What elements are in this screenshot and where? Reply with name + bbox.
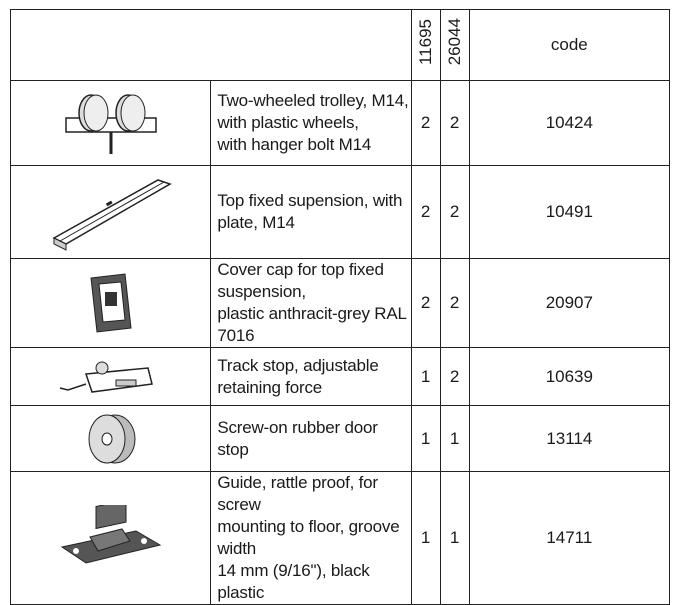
qty-11695: 2 xyxy=(410,165,441,259)
track-stop-icon xyxy=(59,361,153,393)
description-line: with plastic wheels, xyxy=(217,113,359,132)
description-line: Screw-on rubber door stop xyxy=(217,417,378,459)
item-code: 20907 xyxy=(468,258,671,348)
floor-guide-icon xyxy=(60,505,161,564)
qty-11695: 1 xyxy=(410,405,441,472)
item-code: 10639 xyxy=(468,347,671,406)
qty-26044: 1 xyxy=(439,471,470,605)
cover-cap-icon xyxy=(90,273,132,333)
parts-table: 11695 26044 code Two-wheeled trolley, M1… xyxy=(9,9,671,605)
header-code: code xyxy=(468,9,671,81)
description-line: 14 mm (9/16"), black plastic xyxy=(217,561,370,602)
description-line: plastic anthracit-grey RAL 7016 xyxy=(217,304,407,345)
table-row: Screw-on rubber door stop 1 1 13114 xyxy=(9,405,671,472)
qty-26044: 1 xyxy=(439,405,470,472)
qty-11695: 1 xyxy=(410,471,441,605)
item-code: 13114 xyxy=(468,405,671,472)
description-line: mounting to floor, groove width xyxy=(217,517,400,558)
description-line: Track stop, adjustable retaining force xyxy=(217,355,379,397)
item-code: 10424 xyxy=(468,80,671,166)
description-line: with hanger bolt M14 xyxy=(217,135,372,154)
qty-11695: 1 xyxy=(410,347,441,406)
table-header: 11695 26044 code xyxy=(10,9,671,81)
table-row: Cover cap for top fixed suspension,plast… xyxy=(9,258,671,348)
description-line: Cover cap for top fixed suspension, xyxy=(217,260,384,301)
trolley-icon xyxy=(64,94,157,154)
table-row: Track stop, adjustable retaining force 1… xyxy=(9,347,671,406)
item-code: 10491 xyxy=(468,165,671,259)
description-line: Guide, rattle proof, for screw xyxy=(217,473,378,514)
qty-26044: 2 xyxy=(439,258,470,348)
qty-26044: 2 xyxy=(439,347,470,406)
item-code: 14711 xyxy=(468,471,671,605)
suspension-profile-icon xyxy=(52,179,172,251)
header-blank xyxy=(10,9,412,81)
qty-26044: 2 xyxy=(439,80,470,166)
header-26044: 26044 xyxy=(444,18,464,66)
description-line: Top fixed supension, with plate, M14 xyxy=(217,191,403,232)
rubber-door-stop-icon xyxy=(88,414,136,463)
table-row: Two-wheeled trolley, M14, with plastic wh… xyxy=(9,80,671,166)
qty-26044: 2 xyxy=(439,165,470,259)
qty-11695: 2 xyxy=(410,80,441,166)
table-row: Top fixed supension, with plate, M14 2 2… xyxy=(9,165,671,259)
qty-11695: 2 xyxy=(410,258,441,348)
description-line: Two-wheeled trolley, M14, xyxy=(217,91,409,110)
header-11695: 11695 xyxy=(415,18,435,65)
